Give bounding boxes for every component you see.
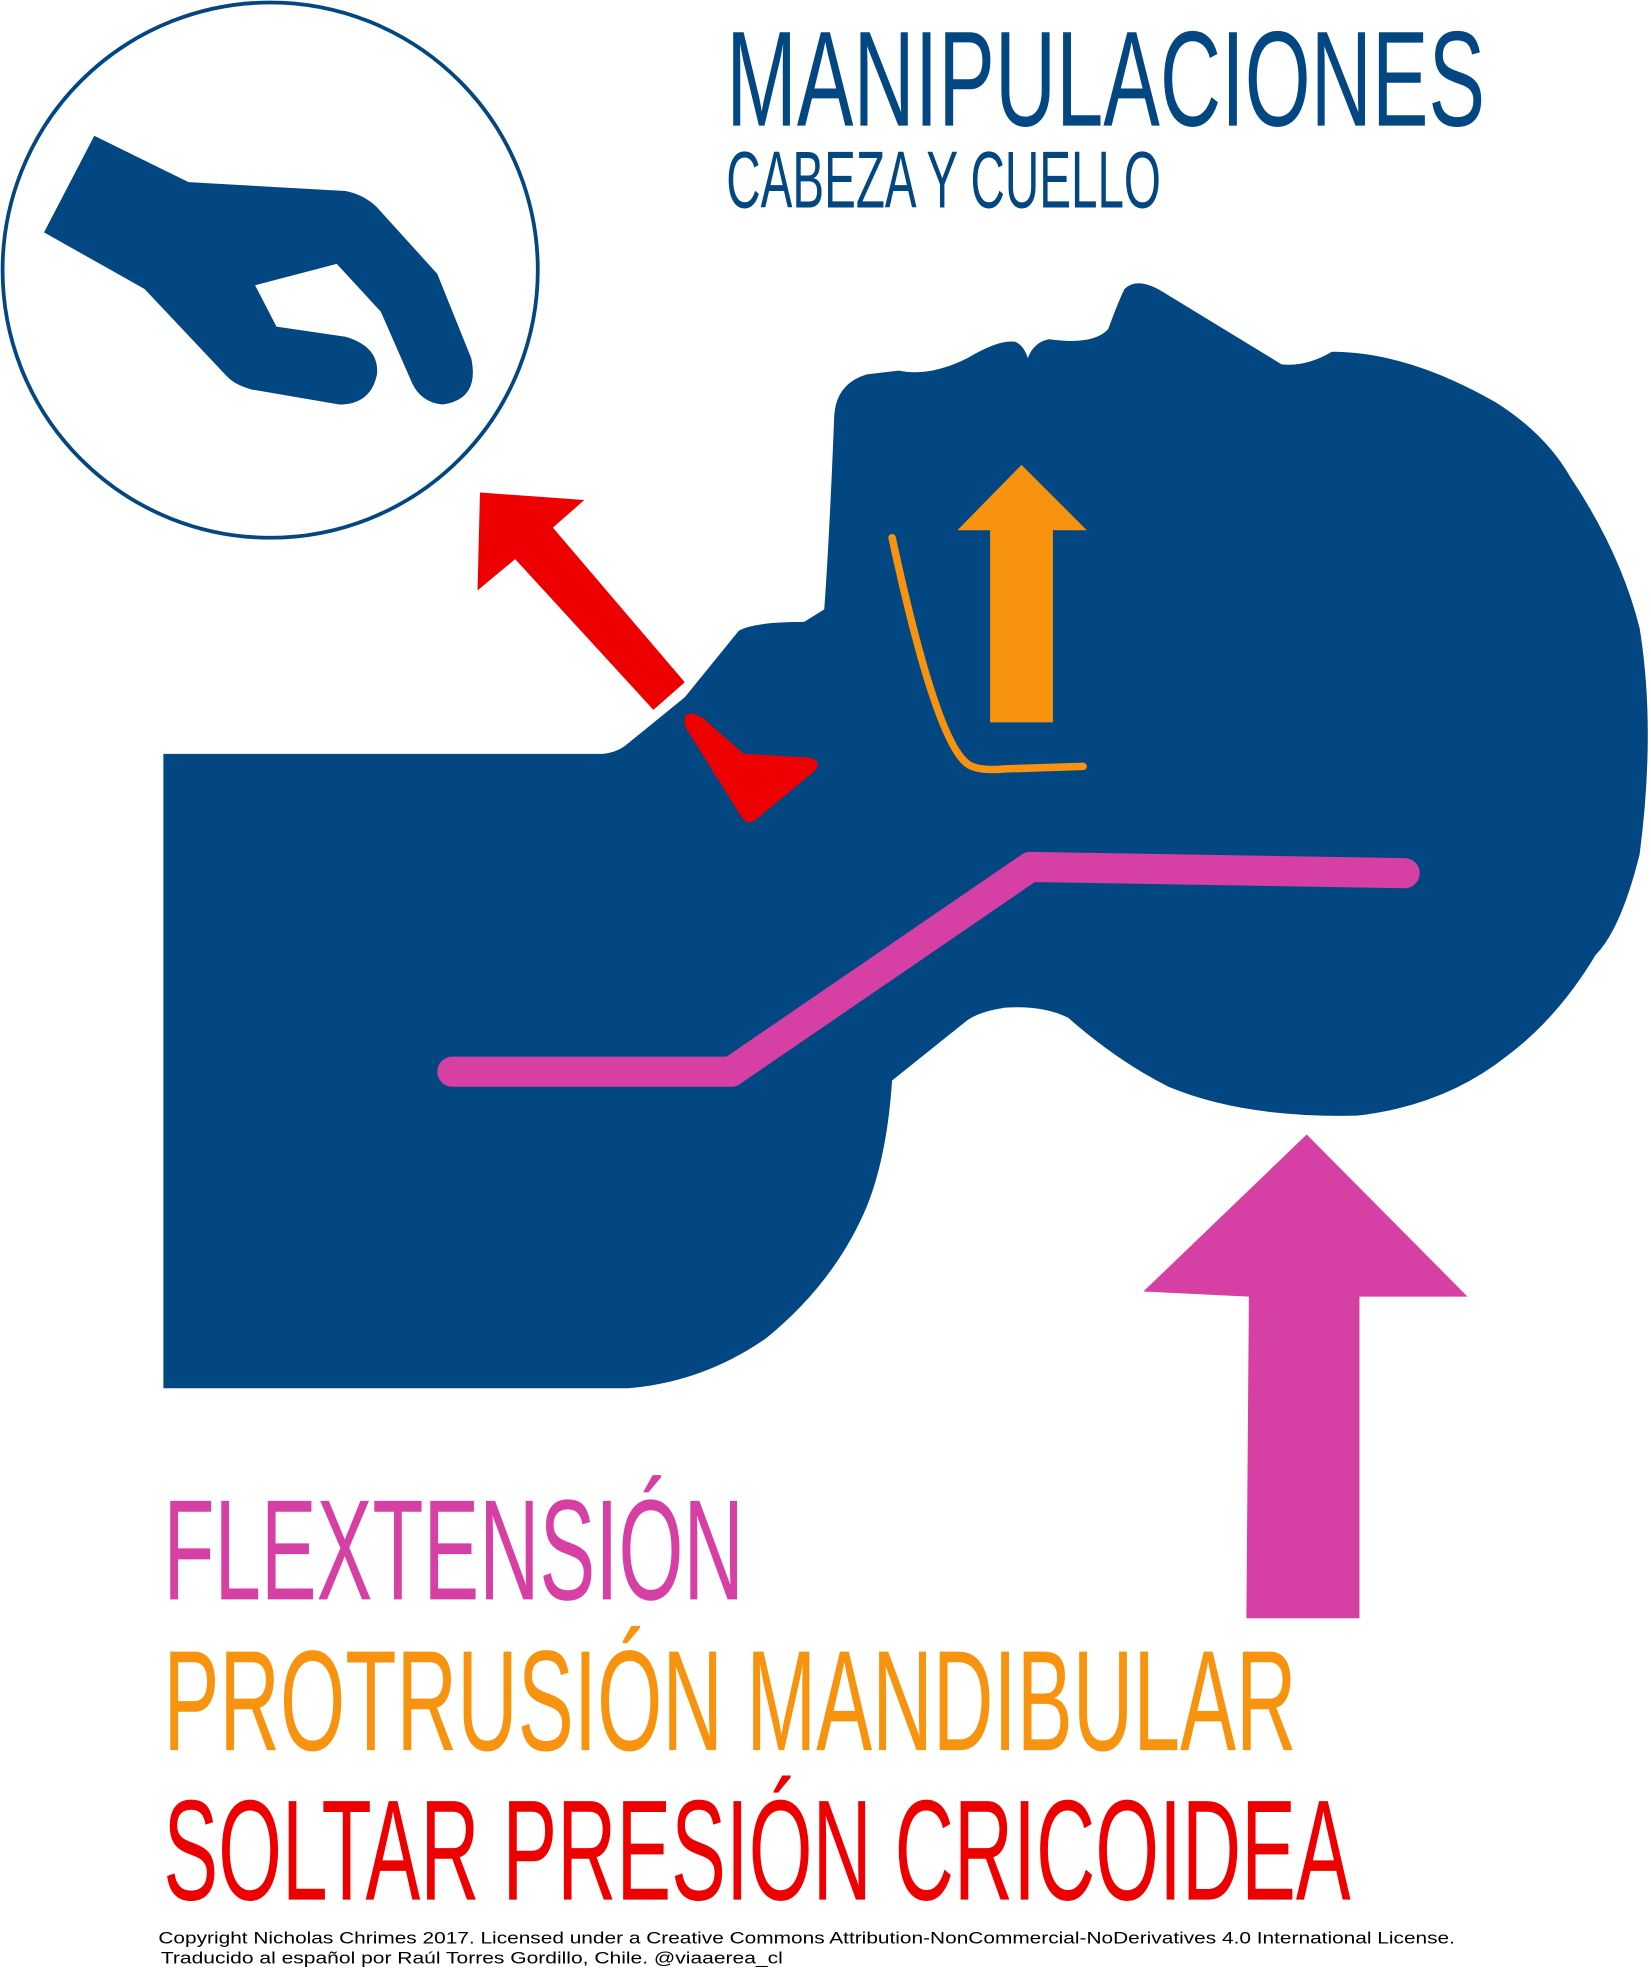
hand-icon bbox=[44, 135, 473, 405]
orange-arrow bbox=[957, 464, 1087, 723]
hand-icon-badge bbox=[0, 0, 540, 540]
pink-arrow bbox=[1143, 1134, 1468, 1619]
label-cricoid: SOLTAR PRESIÓN CRICOIDEA bbox=[163, 1771, 1351, 1931]
badge-circle bbox=[0, 0, 540, 540]
page-title: MANIPULACIONES bbox=[726, 3, 1485, 155]
label-flextension: FLEXTENSIÓN bbox=[163, 1470, 743, 1630]
page-subtitle: CABEZA Y CUELLO bbox=[726, 135, 1161, 225]
label-protrusion: PROTRUSIÓN MANDIBULAR bbox=[163, 1621, 1296, 1781]
head-silhouette bbox=[163, 283, 1648, 1389]
cricoid-marker bbox=[684, 713, 818, 823]
copyright-line: Copyright Nicholas Chrimes 2017. License… bbox=[158, 1929, 1455, 1948]
jaw-line bbox=[888, 533, 1087, 774]
red-arrow bbox=[477, 492, 685, 710]
translation-credit: Traducido al español por Raúl Torres Gor… bbox=[161, 1949, 783, 1968]
airway-line bbox=[437, 851, 1420, 1087]
